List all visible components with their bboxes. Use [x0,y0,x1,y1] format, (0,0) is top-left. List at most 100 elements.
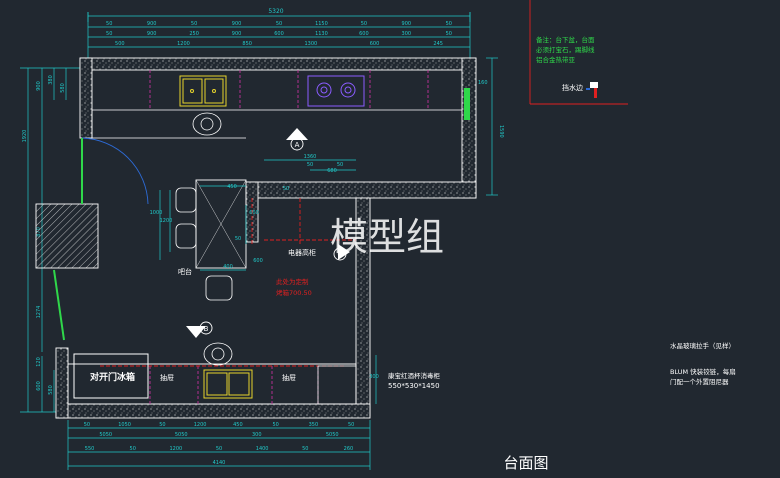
inner-dim-9: 400 [223,264,233,270]
bottom-total-label: 4140 [213,460,226,466]
door-swing [53,137,149,341]
top-dim-row2-0: 50 [106,31,112,37]
top-dim-row3-3: 1300 [304,41,317,47]
bottom-dimensions [67,420,371,470]
label-bar: 吧台 [178,267,192,276]
left-dim-7: 600 [36,381,42,391]
view-marker-a [286,128,308,151]
hatched-column [35,203,99,269]
bottom-dim-row2-2: 300 [252,432,262,438]
view-b-letter: B [204,325,209,333]
left-dim-1: 380 [48,75,54,85]
right-note-3: 门配一个外置阻尼器 [670,377,729,386]
view-marker-c [333,244,350,261]
bottom-dim-row2-0: 5050 [99,432,112,438]
green-note-1: 备注：台下盆，台面 [536,35,595,44]
bottom-dim-row2-3: 5050 [326,432,339,438]
red-lines [100,198,356,367]
bottom-dim-row3-2: 1200 [169,446,182,452]
inner-dim-4: 450 [227,184,237,190]
top-dimensions [87,12,471,60]
view-marker-b [186,321,213,338]
left-dim-8: 580 [48,385,54,395]
top-dim-row1-0: 50 [106,21,112,27]
top-dim-row1-8: 50 [446,21,452,27]
bottom-dim-row1-5: 50 [272,422,278,428]
person-figure-top [192,112,222,136]
top-dim-row2-5: 1130 [315,31,328,37]
label-drawer-left: 抽屉 [160,373,174,382]
top-dim-row1-3: 900 [232,21,242,27]
label-elec-cabinet: 电器高柜 [288,248,316,257]
bar-chairs [175,187,233,301]
fridge-box [73,353,149,399]
top-dim-row2-7: 300 [402,31,412,37]
inner-dim-12: 300 [369,374,379,380]
overall-width-label: 5320 [268,8,283,15]
water-edge-icon [586,82,598,98]
bottom-dim-row1-7: 50 [348,422,354,428]
top-dim-row1-5: 1150 [315,21,328,27]
inner-dim-11: 600 [253,258,263,264]
watermark: 模型组 [330,215,444,259]
person-figure-bottom [203,342,233,366]
bottom-dim-row3-6: 260 [344,446,354,452]
top-dim-row2-6: 600 [359,31,369,37]
inner-dim-0: 1360 [304,154,317,160]
right-note-2: BLUM 快装铰链，每扇 [670,367,736,376]
top-dim-row1-4: 50 [276,21,282,27]
bottom-sink [203,369,253,399]
inner-dim-3: 50 [337,162,343,168]
bar-counter [195,179,247,269]
gas-stove [307,75,365,107]
inner-dim-1: 50 [307,162,313,168]
inner-dim-7: 1200 [160,218,173,224]
red-note-1: 此处为定制 [276,277,309,286]
green-strip [464,88,470,120]
inner-dim-5: 600 [249,210,259,216]
walls [55,57,477,419]
bottom-dim-row2-1: 5050 [175,432,188,438]
drawing-title: 台面图 [503,454,548,472]
top-dim-row3-4: 600 [370,41,380,47]
top-dim-row3-0: 500 [115,41,125,47]
label-sterilizer-2: 550*530*1450 [388,382,440,390]
bottom-dim-row1-6: 350 [309,422,319,428]
inner-dim-2: 680 [327,168,337,174]
right-dimensions [486,57,498,196]
sterilizer-cabinet [317,365,357,405]
bottom-dim-row1-1: 1050 [118,422,131,428]
bottom-dim-row3-4: 1400 [256,446,269,452]
green-note-2: 必须打宝石，踢脚线 [536,45,595,54]
label-drawer-right: 抽屉 [282,373,296,382]
green-note-3: 铝合金热带亚 [536,55,576,64]
view-c-letter: C [338,251,343,259]
top-dim-row2-2: 250 [189,31,199,37]
note-panel [529,0,628,105]
top-dim-row1-6: 50 [361,21,367,27]
view-a-letter: A [295,141,300,149]
top-dim-row1-2: 50 [191,21,197,27]
water-edge-label: 挡水边 [562,83,583,92]
top-sink [179,75,227,107]
right-dim-1590: 1590 [498,125,504,138]
bottom-dim-row3-0: 550 [85,446,95,452]
bottom-dim-row3-3: 50 [216,446,222,452]
bottom-dim-row1-2: 50 [159,422,165,428]
right-note-1: 水晶玻璃拉手（见样） [670,341,735,350]
label-sterilizer-1: 康宝红酒杯消毒柜 [388,371,441,380]
bottom-dim-row3-1: 50 [130,446,136,452]
left-dim-5: 1274 [36,306,42,319]
left-dim-6: 120 [36,357,42,367]
inner-dim-8: 50 [235,236,241,242]
top-dim-row1-1: 900 [147,21,157,27]
left-dim-2: 580 [60,83,66,93]
right-dim-160: 160 [478,80,488,86]
inner-dim-lines [159,159,377,404]
top-dim-row3-2: 850 [242,41,252,47]
